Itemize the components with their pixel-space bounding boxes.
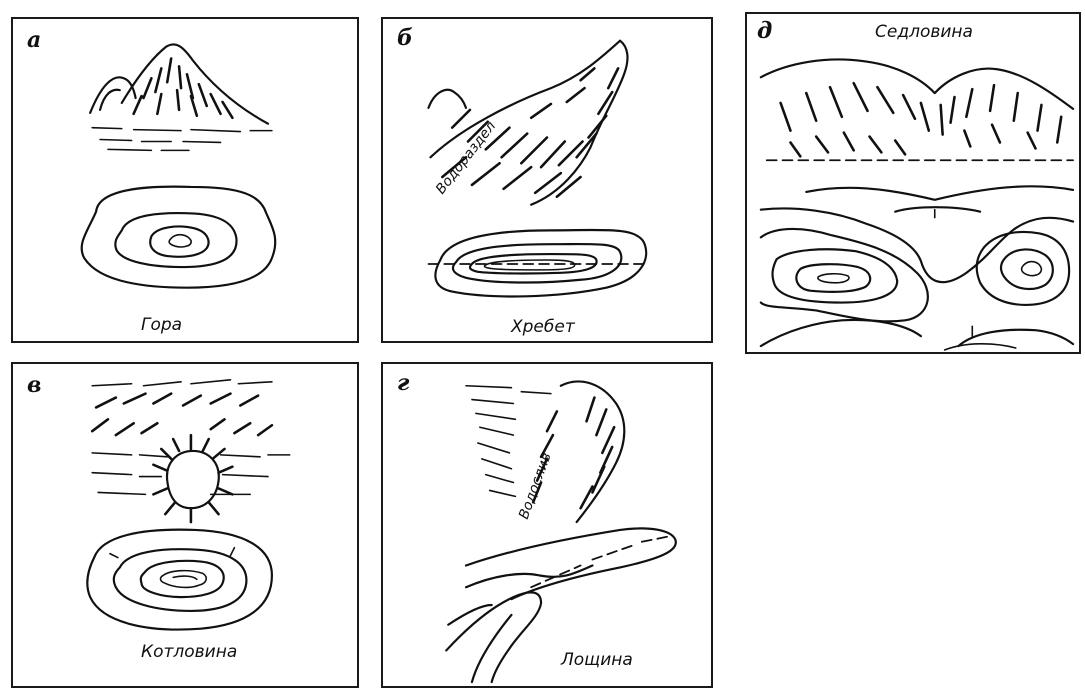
basin-illustration (13, 364, 357, 686)
ridge-illustration: Водораздел (383, 19, 711, 341)
panel-mountain: а Гора (11, 17, 359, 343)
panel-hollow: г Водослив Лощина (381, 362, 713, 688)
panel-caption: Хребет (511, 319, 575, 336)
panel-ridge: б Водораздел Хребет (381, 17, 713, 343)
mountain-illustration (13, 19, 357, 341)
hollow-illustration: Водослив (383, 364, 711, 686)
thalweg-label: Водослив (516, 451, 555, 522)
panel-caption: Гора (141, 317, 182, 334)
panel-saddle: д Седловина (745, 12, 1081, 354)
panel-basin: в Котловина (11, 362, 359, 688)
saddle-illustration (747, 14, 1079, 352)
panel-caption: Лощина (561, 652, 633, 669)
panel-caption: Котловина (141, 644, 237, 661)
